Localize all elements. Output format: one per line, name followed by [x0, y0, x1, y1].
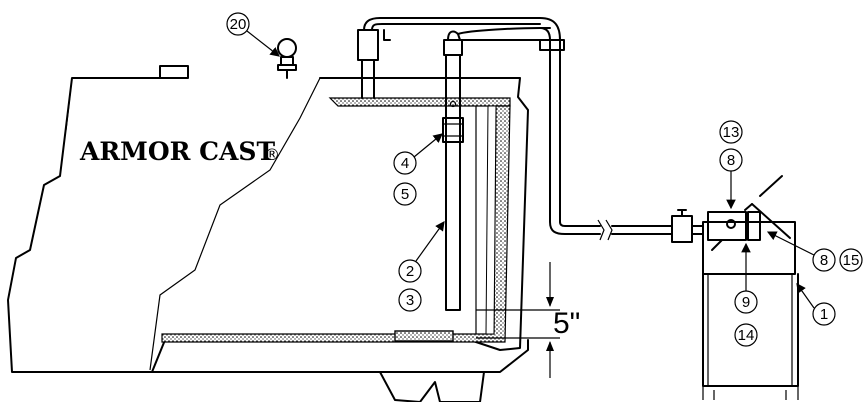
svg-text:8: 8: [820, 252, 828, 269]
svg-text:9: 9: [742, 294, 750, 311]
brand-logo: ARMOR CAST: [79, 137, 275, 166]
callout-9: 9: [734, 242, 758, 314]
svg-text:1: 1: [820, 306, 828, 323]
vent-cap: [159, 65, 189, 79]
callout-3: 3: [398, 288, 422, 312]
tank-shell: [7, 65, 529, 402]
callout-13: 13: [719, 120, 743, 144]
pump-stand: [691, 175, 799, 400]
gauge-fitting: [277, 38, 297, 79]
callout-5: 5: [393, 182, 417, 206]
callout-20: 20: [226, 12, 280, 57]
callout-8-top: 8: [719, 148, 743, 210]
svg-text:8: 8: [727, 152, 735, 169]
svg-text:2: 2: [406, 263, 414, 280]
svg-text:4: 4: [401, 155, 409, 172]
svg-text:5: 5: [401, 186, 409, 203]
vent-pipe: [357, 17, 541, 99]
tank-liner: [161, 97, 511, 343]
callout-2: 2: [398, 221, 445, 283]
filter-pad: [394, 330, 454, 342]
svg-text:15: 15: [843, 252, 860, 269]
callout-4: 4: [393, 133, 443, 175]
supply-pipe: [442, 17, 693, 311]
dimension-marker: 5": [476, 262, 580, 378]
callout-15: 15: [839, 248, 863, 272]
foot-valve: [442, 117, 464, 143]
svg-text:3: 3: [406, 292, 414, 309]
callout-8-right: 8: [766, 231, 836, 272]
callout-1: 1: [796, 283, 836, 326]
svg-text:13: 13: [723, 124, 740, 141]
registered-mark: ®: [264, 145, 280, 164]
callout-14: 14: [734, 323, 758, 347]
dimension-label: 5": [553, 307, 580, 340]
svg-text:14: 14: [738, 327, 755, 344]
svg-text:20: 20: [230, 16, 247, 33]
